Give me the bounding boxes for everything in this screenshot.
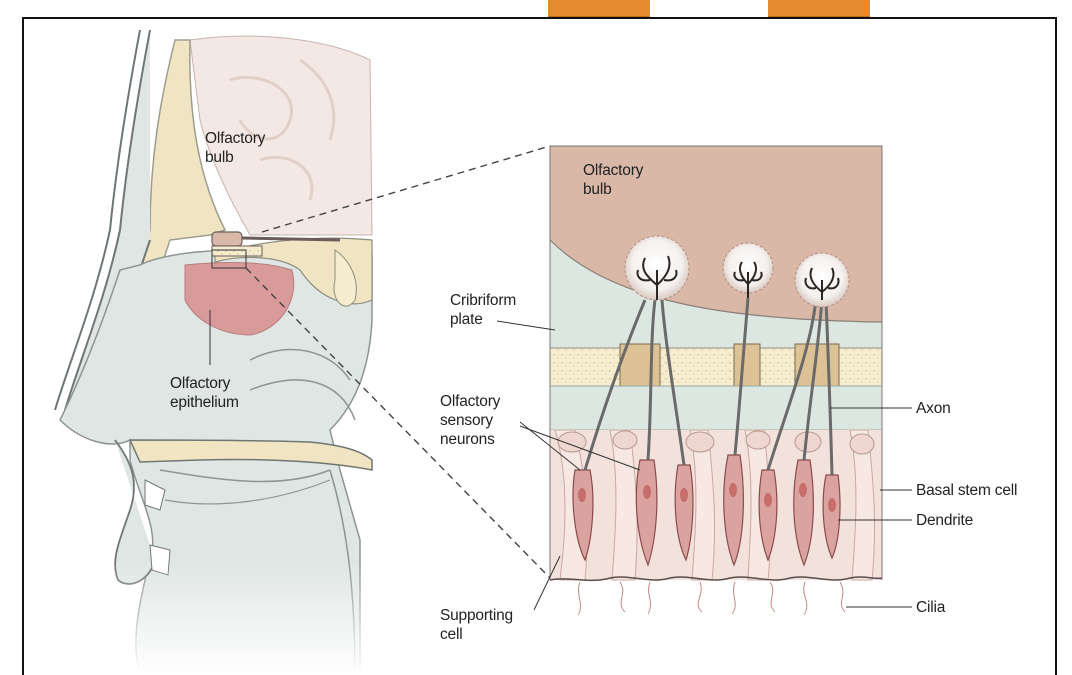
magnified-epithelium	[550, 146, 882, 675]
label-olfactory-bulb-left: Olfactory bulb	[205, 129, 265, 167]
label-dendrite: Dendrite	[916, 511, 973, 530]
label-supporting-cell: Supporting cell	[440, 606, 513, 644]
label-cilia: Cilia	[916, 598, 945, 617]
label-cribriform-plate: Cribriform plate	[450, 291, 516, 329]
label-olfactory-bulb-right: Olfactory bulb	[583, 161, 643, 199]
label-basal-stem-cell: Basal stem cell	[916, 481, 1017, 500]
label-axon: Axon	[916, 399, 951, 418]
head-section	[50, 30, 380, 675]
label-olfactory-sensory-neurons: Olfactory sensory neurons	[440, 392, 500, 449]
label-olfactory-epithelium: Olfactory epithelium	[170, 374, 239, 412]
